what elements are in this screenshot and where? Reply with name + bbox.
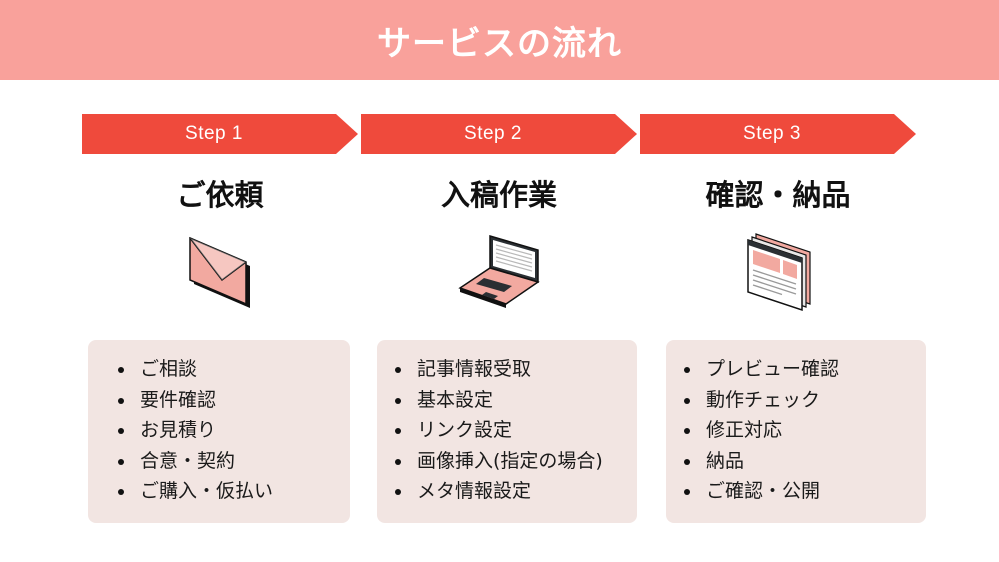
laptop-icon [361, 232, 637, 312]
list-item: メタ情報設定 [395, 476, 637, 507]
page-title: サービスの流れ [377, 23, 622, 64]
list-item: 納品 [684, 446, 926, 477]
web-pages-icon [640, 232, 916, 312]
step-1-list: ご相談 要件確認 お見積り 合意・契約 ご購入・仮払い [88, 340, 350, 523]
step-1: Step 1 ご依頼 ご相談 要件確認 お見積り 合意・契約 ご購入・仮払い [82, 0, 358, 562]
step-3-label: Step 3 [743, 123, 801, 144]
list-item: 合意・契約 [118, 446, 350, 477]
step-3: Step 3 確認・納品 プレビュー確認 動作チェック 修正対応 納品 ご確認・… [640, 0, 926, 562]
list-item: 要件確認 [118, 385, 350, 416]
step-2: Step 2 入稿作業 記事情報受取 基本設定 リンク設定 画像挿入(指定の場合… [361, 0, 637, 562]
step-3-title: 確認・納品 [705, 178, 851, 212]
step-3-list: プレビュー確認 動作チェック 修正対応 納品 ご確認・公開 [666, 340, 926, 523]
list-item: お見積り [118, 415, 350, 446]
list-item: プレビュー確認 [684, 354, 926, 385]
list-item: 記事情報受取 [395, 354, 637, 385]
step-2-label: Step 2 [464, 123, 522, 144]
list-item: 基本設定 [395, 385, 637, 416]
list-item: 修正対応 [684, 415, 926, 446]
list-item: 動作チェック [684, 385, 926, 416]
step-1-label: Step 1 [185, 123, 243, 144]
list-item: ご確認・公開 [684, 476, 926, 507]
step-1-title: ご依頼 [176, 178, 264, 212]
step-2-title: 入稿作業 [440, 178, 557, 212]
page-header: サービスの流れ [0, 0, 999, 80]
list-item: ご購入・仮払い [118, 476, 350, 507]
list-item: ご相談 [118, 354, 350, 385]
step-3-arrow: Step 3 [640, 114, 916, 154]
step-2-arrow: Step 2 [361, 114, 637, 154]
list-item: 画像挿入(指定の場合) [395, 446, 637, 477]
envelope-icon [82, 232, 358, 312]
list-item: リンク設定 [395, 415, 637, 446]
step-1-arrow: Step 1 [82, 114, 358, 154]
step-2-list: 記事情報受取 基本設定 リンク設定 画像挿入(指定の場合) メタ情報設定 [377, 340, 637, 523]
